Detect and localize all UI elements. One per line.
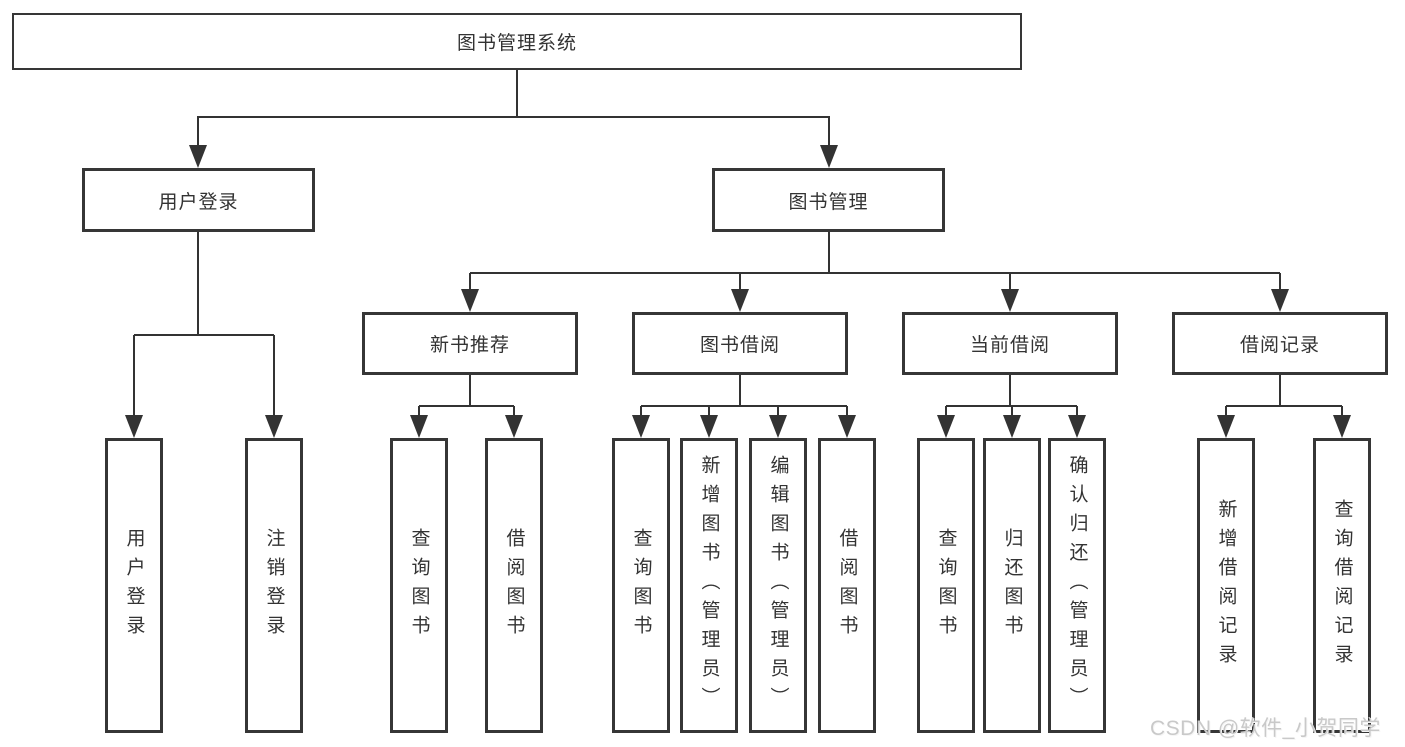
node-leaf-query-books-2: 查询图书 [612,438,670,733]
node-leaf-query-borrow-record-label: 查询借阅记录 [1331,498,1353,673]
node-library-management-system-label: 图书管理系统 [456,33,577,54]
node-leaf-logout: 注销登录 [245,438,303,733]
node-new-book-recommend-label: 新书推荐 [429,335,510,356]
node-leaf-add-books-admin: 新增图书（管理员） [680,438,738,733]
node-leaf-query-books-2-label: 查询图书 [630,527,652,644]
node-leaf-borrow-books-2: 借阅图书 [818,438,876,733]
node-user-login-label: 用户登录 [158,191,239,213]
node-leaf-return-books: 归还图书 [983,438,1041,733]
node-leaf-borrow-books-1-label: 借阅图书 [503,527,525,644]
node-leaf-query-books-3-label: 查询图书 [935,527,957,644]
node-leaf-borrow-books-2-label: 借阅图书 [836,527,858,644]
node-leaf-query-books-1: 查询图书 [390,438,448,733]
node-leaf-confirm-return-admin-label: 确认归还（管理员） [1066,455,1088,716]
node-leaf-return-books-label: 归还图书 [1001,527,1023,644]
node-book-management-label: 图书管理 [788,191,869,213]
csdn-watermark: CSDN @软件_小贺同学 [1150,717,1381,740]
node-leaf-confirm-return-admin: 确认归还（管理员） [1048,438,1106,733]
node-leaf-add-borrow-record: 新增借阅记录 [1197,438,1255,733]
node-leaf-edit-books-admin-label: 编辑图书（管理员） [767,455,789,716]
node-book-management: 图书管理 [712,168,945,232]
node-book-borrow: 图书借阅 [632,312,848,375]
node-leaf-edit-books-admin: 编辑图书（管理员） [749,438,807,733]
arrowheads [125,145,1351,438]
node-library-management-system: 图书管理系统 [12,13,1022,70]
node-leaf-query-borrow-record: 查询借阅记录 [1313,438,1371,733]
node-leaf-query-books-3: 查询图书 [917,438,975,733]
node-leaf-user-login: 用户登录 [105,438,163,733]
node-leaf-user-login-label: 用户登录 [123,527,145,644]
node-leaf-query-books-1-label: 查询图书 [408,527,430,644]
node-leaf-add-borrow-record-label: 新增借阅记录 [1215,498,1237,673]
node-new-book-recommend: 新书推荐 [362,312,578,375]
node-leaf-logout-label: 注销登录 [263,527,285,644]
node-leaf-add-books-admin-label: 新增图书（管理员） [698,455,720,716]
node-leaf-borrow-books-1: 借阅图书 [485,438,543,733]
node-book-borrow-label: 图书借阅 [699,335,780,356]
node-current-borrow: 当前借阅 [902,312,1118,375]
node-user-login: 用户登录 [82,168,315,232]
node-current-borrow-label: 当前借阅 [969,335,1050,356]
node-borrow-records-label: 借阅记录 [1239,335,1320,356]
node-borrow-records: 借阅记录 [1172,312,1388,375]
